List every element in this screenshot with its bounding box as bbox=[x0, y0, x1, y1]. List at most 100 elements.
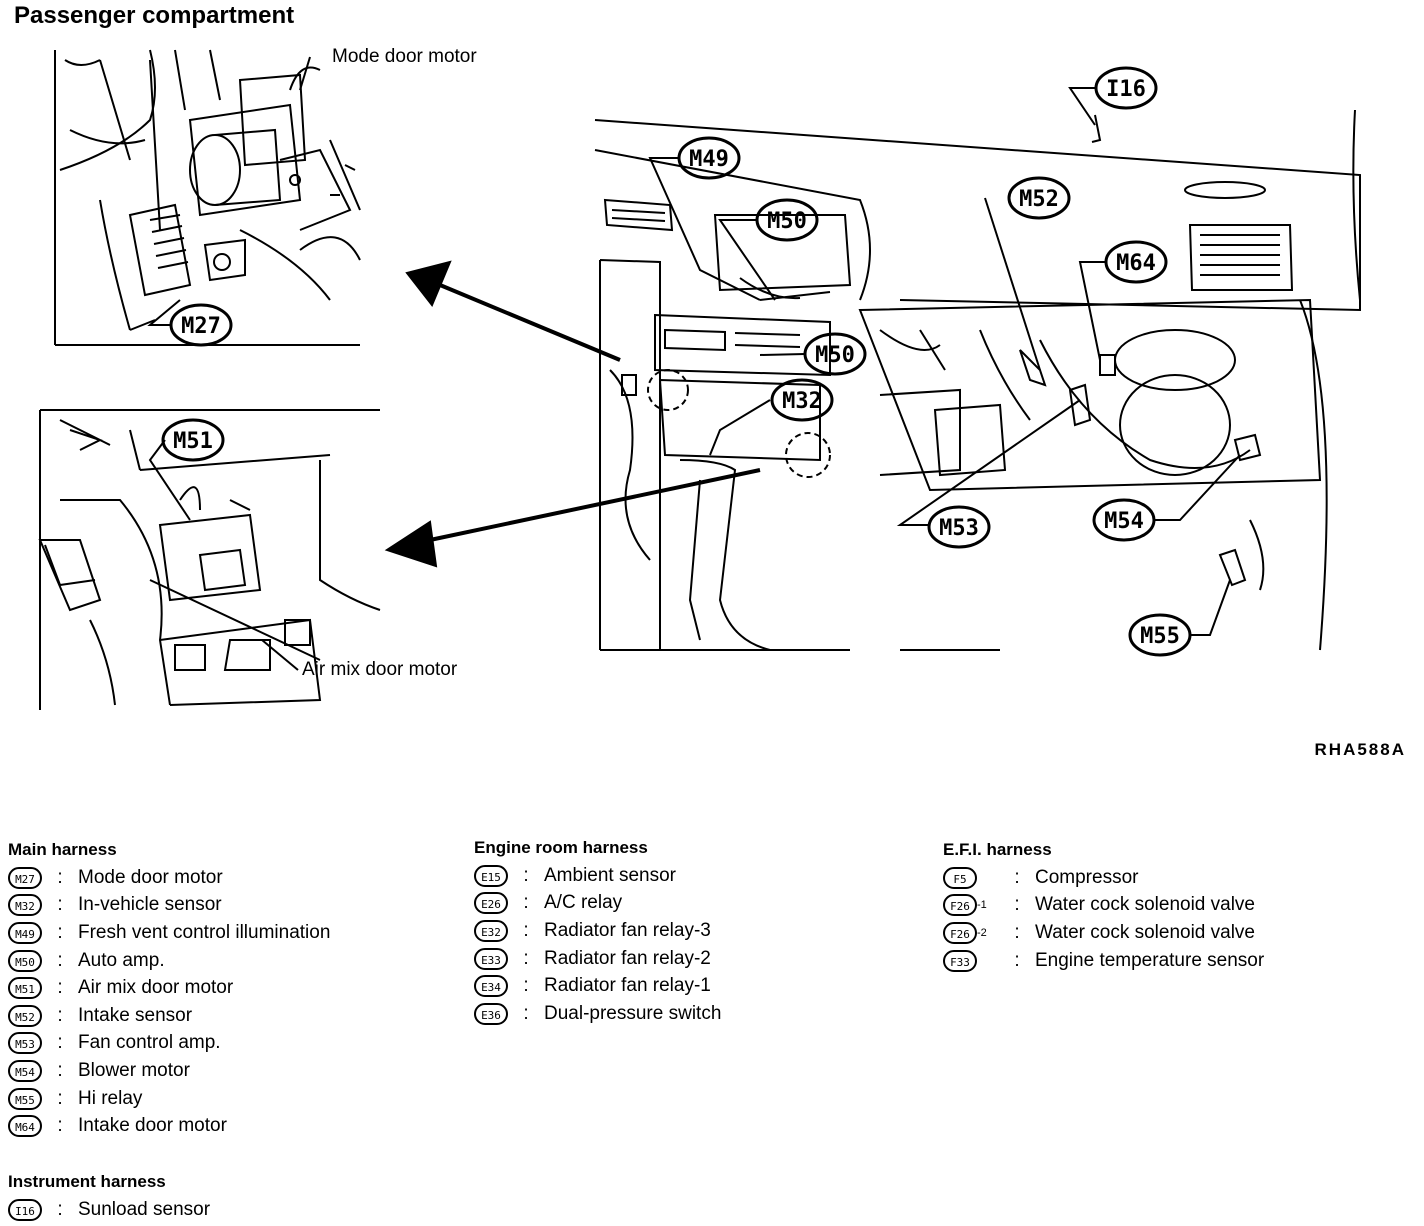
connector-code-badge: E34 bbox=[474, 975, 508, 998]
connector-code-badge: M64 bbox=[8, 1115, 42, 1138]
legend-row: E15:Ambient sensor bbox=[474, 862, 721, 890]
connector-bubble-m54: M54 bbox=[1092, 498, 1156, 542]
separator: : bbox=[57, 921, 63, 943]
instrument-harness-heading: Instrument harness bbox=[8, 1172, 166, 1191]
separator: : bbox=[57, 949, 63, 971]
connector-code-badge: E32 bbox=[474, 919, 508, 942]
legend-row: M55:Hi relay bbox=[8, 1085, 330, 1113]
connector-bubble-i16: I16 bbox=[1094, 66, 1158, 110]
connector-description: Hi relay bbox=[78, 1087, 143, 1109]
separator: : bbox=[1014, 866, 1020, 888]
connector-description: Radiator fan relay-1 bbox=[544, 975, 711, 997]
connector-code-badge: M54 bbox=[8, 1059, 42, 1082]
separator: : bbox=[57, 977, 63, 999]
connector-description: Auto amp. bbox=[78, 949, 165, 971]
connector-code-badge: E15 bbox=[474, 864, 508, 887]
connector-description: Fresh vent control illumination bbox=[78, 921, 331, 943]
connector-description: Intake door motor bbox=[78, 1115, 227, 1137]
svg-text:M54: M54 bbox=[1104, 509, 1144, 534]
svg-text:M51: M51 bbox=[173, 429, 213, 454]
connector-code-badge: F33 bbox=[943, 949, 977, 972]
connector-code-badge: F26 bbox=[943, 921, 977, 944]
legend-row: F5:Compressor bbox=[943, 864, 1264, 892]
engine-room-harness-heading: Engine room harness bbox=[474, 838, 648, 857]
svg-text:I16: I16 bbox=[1106, 77, 1146, 102]
efi-harness-heading: E.F.I. harness bbox=[943, 840, 1052, 859]
separator: : bbox=[57, 1004, 63, 1026]
connector-code-badge: F26 bbox=[943, 894, 977, 917]
air-mix-door-motor-inset bbox=[38, 409, 381, 710]
connector-code-badge: M49 bbox=[8, 921, 42, 944]
connector-code-badge: F5 bbox=[943, 866, 977, 889]
legend-row: M53:Fan control amp. bbox=[8, 1030, 330, 1058]
connector-description: Sunload sensor bbox=[78, 1198, 211, 1220]
connector-bubble-m52: M52 bbox=[1007, 176, 1071, 220]
legend-row: F33: Engine temperature sensor bbox=[943, 947, 1264, 975]
dashboard-illustration bbox=[594, 109, 1361, 651]
svg-text:M64: M64 bbox=[1116, 251, 1156, 276]
separator: : bbox=[57, 866, 63, 888]
connector-description: Mode door motor bbox=[78, 866, 223, 888]
legend-row: M51:Air mix door motor bbox=[8, 974, 330, 1002]
legend-row: E32: Radiator fan relay-3 bbox=[474, 917, 721, 945]
connector-description: Water cock solenoid valve bbox=[1035, 921, 1256, 943]
separator: : bbox=[523, 919, 529, 941]
separator: : bbox=[1014, 894, 1020, 916]
mode-door-motor-callout: Mode door motor bbox=[332, 46, 477, 67]
connector-bubble-m49: M49 bbox=[677, 136, 741, 180]
separator: : bbox=[57, 1059, 63, 1081]
connector-description: Blower motor bbox=[78, 1059, 190, 1081]
separator: : bbox=[1014, 949, 1020, 971]
connector-bubble-m51: M51 bbox=[161, 418, 225, 462]
connector-description: Water cock solenoid valve bbox=[1035, 894, 1256, 916]
svg-text:M50: M50 bbox=[815, 343, 855, 368]
svg-text:M52: M52 bbox=[1019, 187, 1059, 212]
legend-row: E33: Radiator fan relay-2 bbox=[474, 945, 721, 973]
connector-code-badge: E26 bbox=[474, 892, 508, 915]
connector-code-badge: M32 bbox=[8, 894, 42, 917]
legend-row: M49: Fresh vent control illumination bbox=[8, 919, 330, 947]
connector-bubble-m50-top: M50 bbox=[755, 198, 819, 242]
legend-row: M50: Auto amp. bbox=[8, 947, 330, 975]
separator: : bbox=[57, 894, 63, 916]
connector-code-badge: M50 bbox=[8, 949, 42, 972]
instrument-harness-legend: Instrument harness I16:Sunload sensor bbox=[8, 1172, 210, 1224]
svg-text:M49: M49 bbox=[689, 147, 729, 172]
legend-row: I16:Sunload sensor bbox=[8, 1196, 210, 1224]
legend-row: E36:Dual-pressure switch bbox=[474, 1000, 721, 1028]
separator: : bbox=[523, 864, 529, 886]
connector-bubble-m64: M64 bbox=[1104, 240, 1168, 284]
mode-door-motor-inset bbox=[54, 49, 361, 346]
separator: : bbox=[1014, 921, 1020, 943]
separator: : bbox=[57, 1032, 63, 1054]
wiring-diagram-illustration: Mode door motor Air mix door motor bbox=[38, 46, 1361, 710]
separator: : bbox=[523, 892, 529, 914]
separator: : bbox=[523, 947, 529, 969]
connector-bubble-m27: M27 bbox=[169, 303, 233, 347]
connector-code-badge: I16 bbox=[8, 1198, 42, 1221]
legend-row: M64:Intake door motor bbox=[8, 1112, 330, 1140]
connector-description: Engine temperature sensor bbox=[1035, 949, 1265, 971]
connector-code-badge: M52 bbox=[8, 1004, 42, 1027]
connector-code-badge: E36 bbox=[474, 1002, 508, 1025]
separator: : bbox=[523, 975, 529, 997]
svg-text:M32: M32 bbox=[782, 389, 822, 414]
svg-text:M53: M53 bbox=[939, 516, 979, 541]
connector-suffix: -1 bbox=[977, 899, 987, 912]
connector-bubble-m53: M53 bbox=[927, 505, 991, 549]
connector-description: Radiator fan relay-3 bbox=[544, 919, 711, 941]
legend-row: F26-2:Water cock solenoid valve bbox=[943, 919, 1264, 947]
connector-description: A/C relay bbox=[544, 892, 623, 914]
connector-description: Intake sensor bbox=[78, 1004, 193, 1026]
connector-description: In-vehicle sensor bbox=[78, 894, 222, 916]
connector-code-badge: E33 bbox=[474, 947, 508, 970]
connector-description: Radiator fan relay-2 bbox=[544, 947, 711, 969]
connector-bubble-m32: M32 bbox=[770, 378, 834, 422]
air-mix-door-motor-callout: Air mix door motor bbox=[302, 659, 458, 680]
main-harness-heading: Main harness bbox=[8, 840, 117, 859]
connector-bubble-m50-side: M50 bbox=[803, 332, 867, 376]
connector-description: Fan control amp. bbox=[78, 1032, 221, 1054]
